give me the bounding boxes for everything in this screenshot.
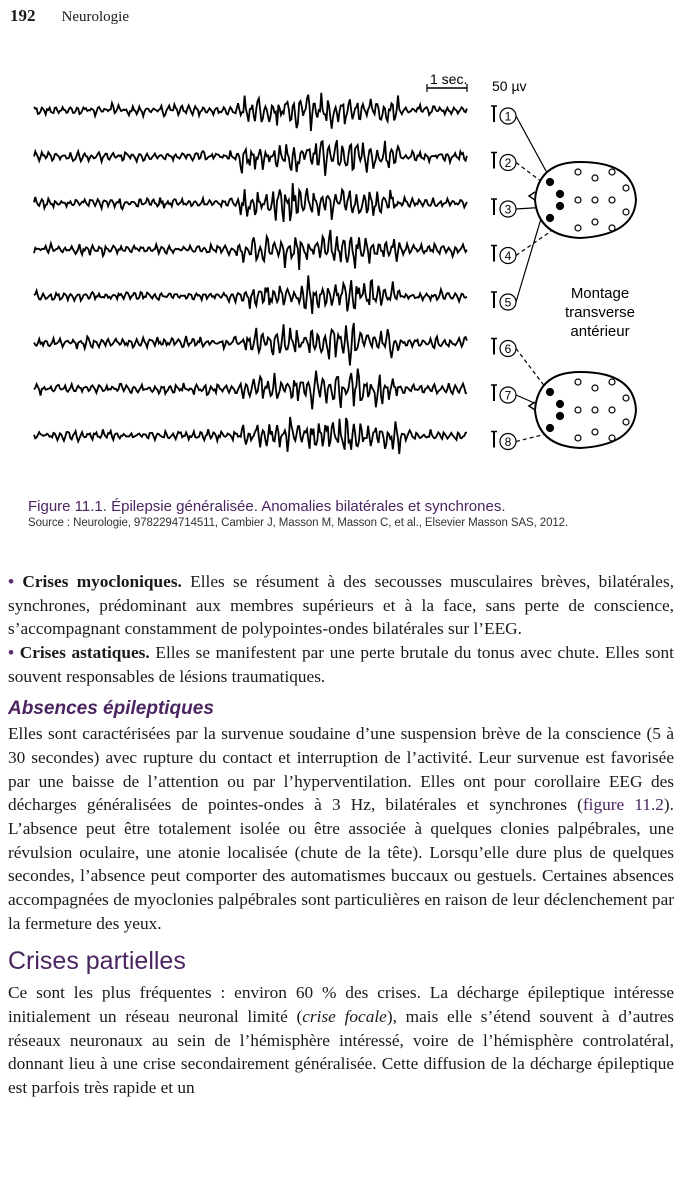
channel-marker-2: 2 [491, 151, 559, 195]
main-text: • Crises myocloniques. Elles se résument… [8, 570, 674, 1100]
head-diagram-top [527, 160, 638, 240]
channel-label-5: 5 [505, 296, 512, 310]
subheading-absences: Absences épileptiques [8, 697, 214, 719]
bullet-astatiques: • Crises astatiques. Elles se manifesten… [8, 643, 674, 686]
channel-marker-8: 8 [491, 427, 571, 451]
eeg-trace-5 [33, 275, 468, 314]
channel-label-2: 2 [505, 156, 512, 170]
figure-link[interactable]: figure 11.2 [582, 795, 664, 815]
bullet1-lead: Crises myocloniques. [22, 572, 182, 591]
channel-label-8: 8 [505, 435, 512, 449]
eeg-trace-7 [33, 368, 468, 410]
page-number: 192 [10, 6, 36, 25]
channel-marker-1: 1 [491, 105, 553, 183]
eeg-trace-8 [33, 416, 468, 455]
head-diagram-bottom [527, 370, 638, 450]
channel-label-1: 1 [505, 110, 512, 124]
caption-label: Figure 11.1. [28, 498, 107, 515]
eeg-trace-3 [33, 183, 468, 223]
bullet1-text: Elles se résument à des secousses muscul… [8, 572, 674, 639]
running-title: Neurologie [61, 9, 129, 25]
bullet2-lead: Crises astatiques. [19, 643, 150, 663]
channel-label-6: 6 [505, 342, 512, 356]
eeg-figure: 1 sec. 50 µv 1 2 3 4 5 6 7 8 Montage transverse… [33, 71, 638, 455]
eeg-trace-2 [33, 139, 468, 176]
section-heading-partielles: Crises partielles [8, 946, 186, 975]
caption-source: Source : Neurologie, 9782294714511, Camb… [28, 517, 569, 529]
paragraph-partielles: Ce sont les plus fréquentes : environ 60… [8, 983, 674, 1098]
eeg-trace-6 [33, 322, 468, 366]
bullet-myocloniques: • Crises myocloniques. Elles se résument… [8, 572, 674, 639]
montage-label-3: antérieur [570, 323, 629, 340]
channel-label-3: 3 [505, 203, 512, 217]
amplitude-scale-label: 50 µv [492, 78, 527, 94]
eeg-trace-1 [33, 92, 468, 132]
page-header: 192 Neurologie [10, 6, 129, 26]
montage-label-1: Montage [571, 285, 629, 302]
eeg-traces [33, 92, 468, 455]
eeg-trace-4 [33, 229, 468, 271]
channel-label-4: 4 [505, 249, 512, 263]
figure-caption: Figure 11.1. Épilepsie généralisée. Anom… [28, 498, 678, 529]
bullet2-text: Elles se manifestent par une perte bruta… [8, 643, 674, 686]
channel-markers: 1 2 3 4 5 6 7 8 [491, 105, 571, 451]
paragraph-absences: Elles sont caractérisées par la survenue… [8, 724, 674, 933]
caption-text: Épilepsie généralisée. Anomalies bilatér… [111, 498, 506, 515]
montage-label-2: transverse [565, 304, 635, 321]
time-scale-label: 1 sec. [430, 71, 467, 87]
channel-label-7: 7 [505, 389, 512, 403]
channel-marker-4: 4 [491, 217, 571, 265]
